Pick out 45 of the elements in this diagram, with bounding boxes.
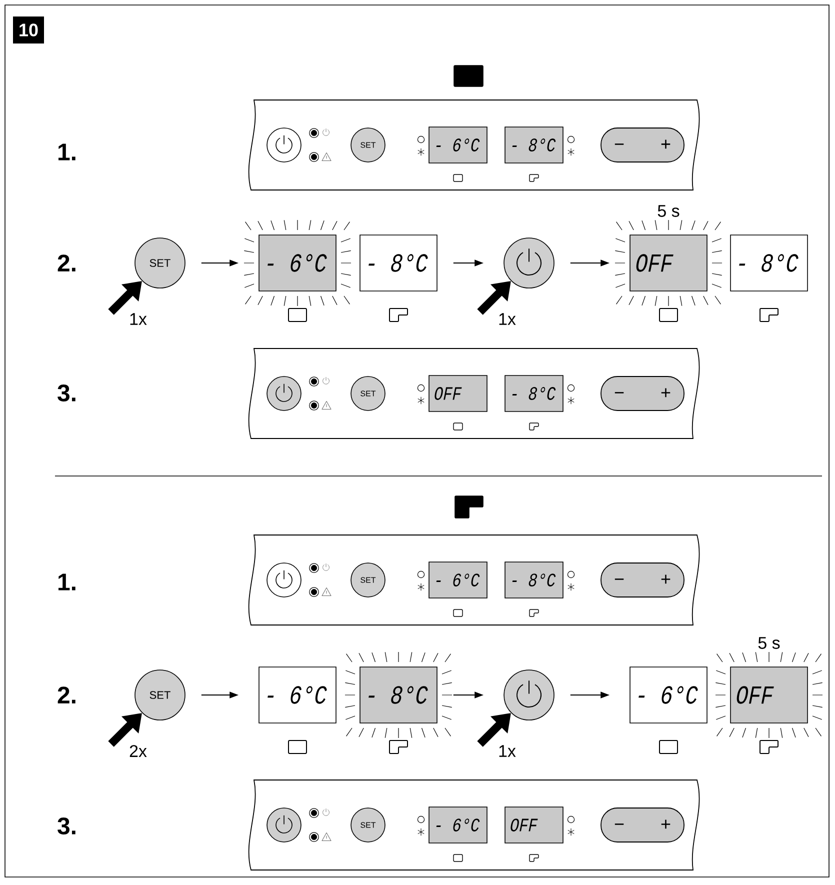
power-button bbox=[266, 562, 302, 598]
step-number: 3. bbox=[58, 818, 76, 835]
lcd-display: - 8°C bbox=[360, 234, 438, 292]
edge-label: 1x bbox=[497, 744, 517, 758]
power-button bbox=[504, 238, 554, 288]
lcd-display: - 8°C bbox=[730, 234, 808, 292]
set-button: SET bbox=[350, 808, 386, 842]
power-button bbox=[504, 670, 554, 720]
plus-minus-button: − + bbox=[600, 128, 684, 162]
lcd-display: - 6°C bbox=[630, 666, 708, 724]
lcd-display: - 8°C bbox=[504, 126, 564, 164]
figure-number: 10 bbox=[13, 16, 44, 44]
lcd-display: OFF bbox=[630, 234, 708, 292]
lcd-display: OFF bbox=[428, 375, 488, 412]
lcd-display: - 8°C bbox=[504, 562, 564, 598]
power-button bbox=[266, 128, 302, 162]
edge-label: 1x bbox=[497, 312, 517, 326]
step-number: 2. bbox=[58, 254, 76, 272]
step-number: 1. bbox=[58, 574, 76, 590]
set-button: SET bbox=[350, 376, 386, 411]
power-button bbox=[266, 376, 302, 411]
lcd-display: - 6°C bbox=[258, 666, 336, 724]
set-button: SET bbox=[350, 128, 386, 162]
edge-label: 1x bbox=[128, 312, 148, 326]
set-button: SET bbox=[134, 238, 186, 288]
lcd-display: OFF bbox=[730, 666, 808, 724]
lcd-display: - 8°C bbox=[504, 375, 564, 412]
lcd-display: - 6°C bbox=[428, 562, 488, 598]
lcd-display: - 6°C bbox=[428, 126, 488, 164]
set-button: SET bbox=[350, 562, 386, 598]
plus-minus-button: − + bbox=[600, 562, 684, 598]
lcd-display: OFF bbox=[504, 806, 564, 844]
plus-minus-button: − + bbox=[600, 376, 684, 411]
power-button bbox=[266, 808, 302, 842]
duration-label: 5 s bbox=[758, 637, 780, 649]
edge-label: 2x bbox=[128, 744, 148, 758]
duration-label: 5 s bbox=[658, 205, 680, 217]
plus-minus-button: − + bbox=[600, 808, 684, 842]
lcd-display: - 6°C bbox=[428, 806, 488, 844]
step-number: 3. bbox=[58, 384, 76, 402]
step-number: 1. bbox=[58, 144, 76, 160]
set-button: SET bbox=[134, 670, 186, 720]
lcd-display: - 8°C bbox=[360, 666, 438, 724]
lcd-display: - 6°C bbox=[258, 234, 336, 292]
step-number: 2. bbox=[58, 686, 76, 704]
